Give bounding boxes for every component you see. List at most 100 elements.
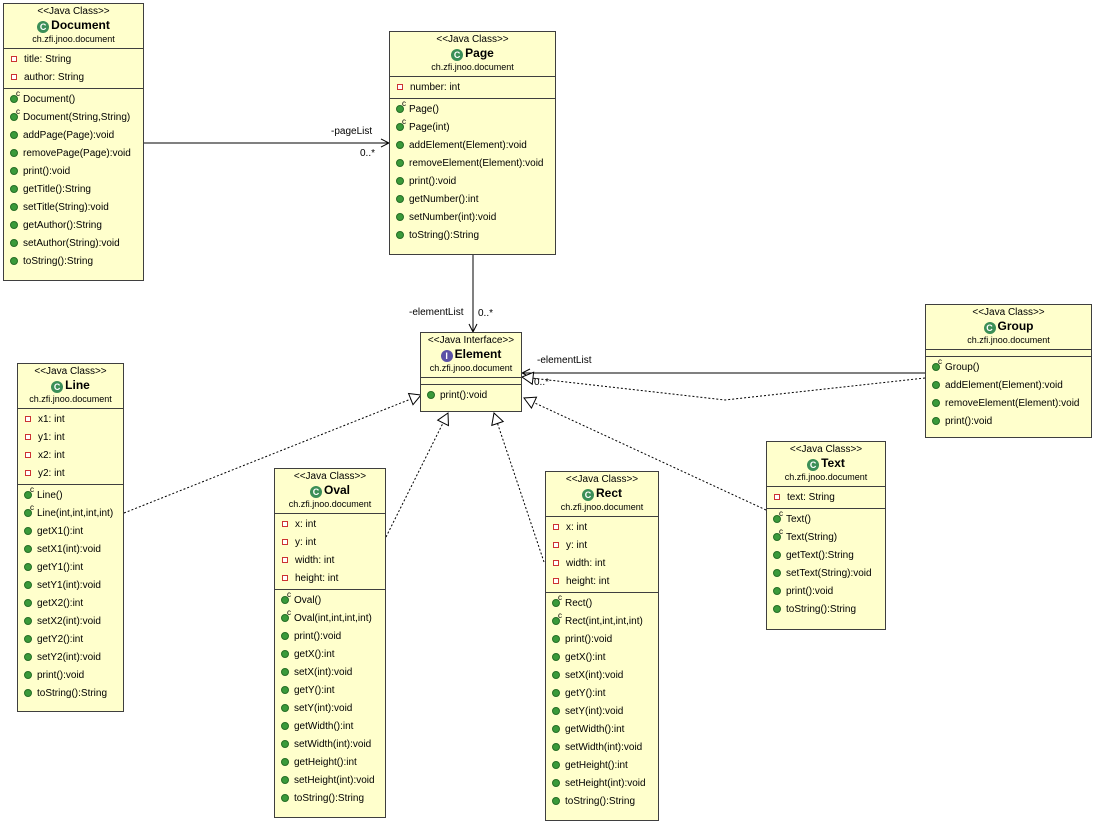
method-row[interactable]: getHeight():int xyxy=(275,754,385,772)
public-method-icon xyxy=(552,635,560,644)
method-row[interactable]: removeElement(Element):void xyxy=(390,155,555,173)
field-row[interactable]: y2: int xyxy=(18,465,123,483)
method-row[interactable]: setAuthor(String):void xyxy=(4,235,143,253)
method-row[interactable]: setHeight(int):void xyxy=(546,775,658,793)
method-row[interactable]: print():void xyxy=(390,173,555,191)
method-row[interactable]: addElement(Element):void xyxy=(390,137,555,155)
method-row[interactable]: print():void xyxy=(4,163,143,181)
field-row[interactable]: width: int xyxy=(546,555,658,573)
method-row[interactable]: removeElement(Element):void xyxy=(926,395,1091,413)
method-row[interactable]: setY2(int):void xyxy=(18,649,123,667)
method-row[interactable]: toString():String xyxy=(4,253,143,271)
field-row[interactable]: author: String xyxy=(4,69,143,87)
method-row[interactable]: getTitle():String xyxy=(4,181,143,199)
field-row[interactable]: x2: int xyxy=(18,447,123,465)
method-row[interactable]: setText(String):void xyxy=(767,565,885,583)
method-row[interactable]: getX():int xyxy=(275,646,385,664)
method-row[interactable]: getX():int xyxy=(546,649,658,667)
method-row[interactable]: getWidth():int xyxy=(546,721,658,739)
method-row[interactable]: setNumber(int):void xyxy=(390,209,555,227)
public-method-icon xyxy=(773,587,781,596)
method-row[interactable]: addElement(Element):void xyxy=(926,377,1091,395)
method-row[interactable]: print():void xyxy=(546,631,658,649)
method-row[interactable]: print():void xyxy=(926,413,1091,431)
field-row[interactable]: x1: int xyxy=(18,411,123,429)
method-row[interactable]: getY():int xyxy=(275,682,385,700)
field-text: author: String xyxy=(24,72,85,83)
field-row[interactable]: y: int xyxy=(546,537,658,555)
method-row[interactable]: getX1():int xyxy=(18,523,123,541)
public-method-icon xyxy=(396,141,404,150)
public-method-icon xyxy=(24,671,32,680)
method-row[interactable]: removePage(Page):void xyxy=(4,145,143,163)
field-row[interactable]: width: int xyxy=(275,552,385,570)
method-row[interactable]: print():void xyxy=(18,667,123,685)
method-row[interactable]: addPage(Page):void xyxy=(4,127,143,145)
method-row[interactable]: setX(int):void xyxy=(275,664,385,682)
method-row[interactable]: toString():String xyxy=(546,793,658,811)
method-row[interactable]: setY(int):void xyxy=(546,703,658,721)
method-row[interactable]: setY1(int):void xyxy=(18,577,123,595)
method-row[interactable]: setX(int):void xyxy=(546,667,658,685)
method-row[interactable]: toString():String xyxy=(275,790,385,808)
method-row[interactable]: setWidth(int):void xyxy=(546,739,658,757)
method-row[interactable]: print():void xyxy=(421,387,521,405)
method-row[interactable]: getY2():int xyxy=(18,631,123,649)
field-row[interactable]: text: String xyxy=(767,489,885,507)
field-row[interactable]: y1: int xyxy=(18,429,123,447)
method-row[interactable]: getX2():int xyxy=(18,595,123,613)
method-row[interactable]: setWidth(int):void xyxy=(275,736,385,754)
field-row[interactable]: height: int xyxy=(546,573,658,591)
field-row[interactable]: number: int xyxy=(390,79,555,97)
method-row[interactable]: getY1():int xyxy=(18,559,123,577)
field-row[interactable]: y: int xyxy=(275,534,385,552)
method-row[interactable]: setY(int):void xyxy=(275,700,385,718)
method-row[interactable]: setX2(int):void xyxy=(18,613,123,631)
field-row[interactable]: title: String xyxy=(4,51,143,69)
method-text: toString():String xyxy=(409,230,480,241)
method-row[interactable]: getText():String xyxy=(767,547,885,565)
method-row[interactable]: getY():int xyxy=(546,685,658,703)
method-row[interactable]: setX1(int):void xyxy=(18,541,123,559)
method-row[interactable]: getHeight():int xyxy=(546,757,658,775)
field-row[interactable]: x: int xyxy=(546,519,658,537)
method-row[interactable]: toString():String xyxy=(390,227,555,245)
method-row[interactable]: getAuthor():String xyxy=(4,217,143,235)
method-row[interactable]: toString():String xyxy=(767,601,885,619)
public-method-icon xyxy=(552,761,560,770)
method-row[interactable]: setTitle(String):void xyxy=(4,199,143,217)
constructor-icon: c xyxy=(24,504,34,518)
method-row[interactable]: getNumber():int xyxy=(390,191,555,209)
method-row[interactable]: print():void xyxy=(275,628,385,646)
method-row[interactable]: getWidth():int xyxy=(275,718,385,736)
method-row[interactable]: print():void xyxy=(767,583,885,601)
method-row[interactable]: setHeight(int):void xyxy=(275,772,385,790)
method-row[interactable]: toString():String xyxy=(18,685,123,703)
public-method-icon xyxy=(10,203,18,212)
method-text: setX(int):void xyxy=(565,670,624,681)
field-row[interactable]: height: int xyxy=(275,570,385,588)
field-row[interactable]: x: int xyxy=(275,516,385,534)
